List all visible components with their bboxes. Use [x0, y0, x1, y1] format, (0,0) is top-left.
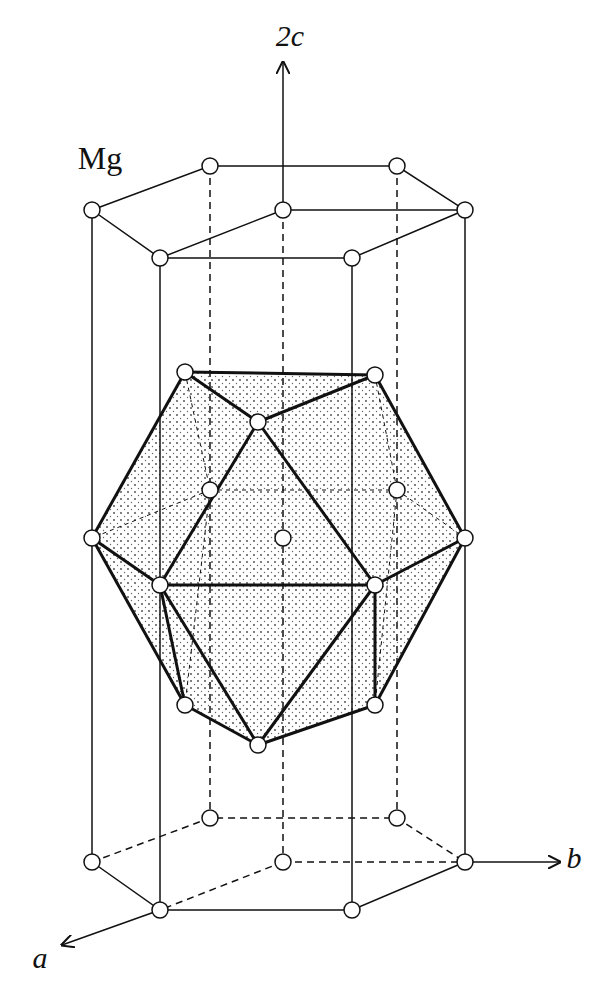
axis-label: a [33, 943, 48, 973]
axis-label: 2c [276, 21, 304, 51]
axis-label: b [567, 843, 582, 873]
element-label: Mg [78, 142, 122, 174]
